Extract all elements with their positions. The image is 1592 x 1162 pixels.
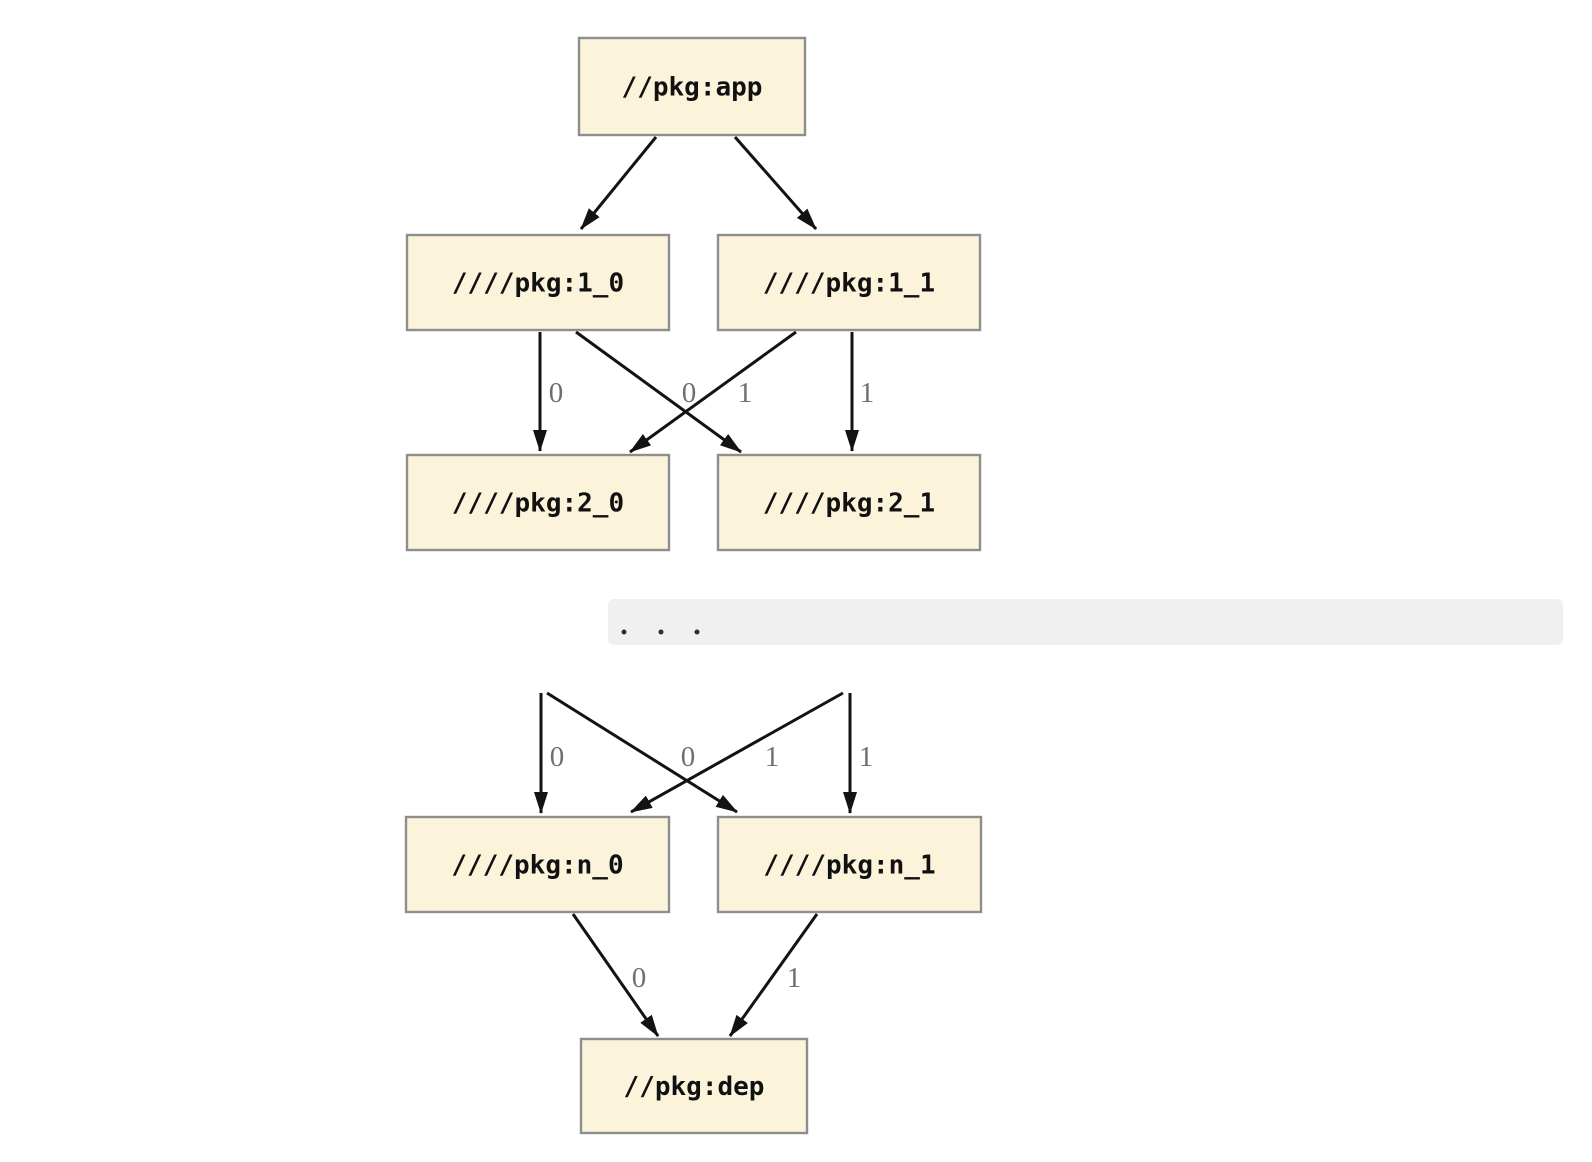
edge-label-offscreen-to-n_0: 0 bbox=[550, 741, 565, 773]
edge-app-to-1_0 bbox=[579, 136, 658, 230]
ellipsis-band bbox=[608, 599, 1563, 645]
edge-label-1_0-to-2_1: 1 bbox=[738, 377, 753, 409]
ellipsis-dot-3 bbox=[694, 629, 700, 635]
ellipsis-separator-layer bbox=[608, 599, 1563, 645]
edge-label-1_0-to-2_0: 0 bbox=[549, 377, 564, 409]
node-1_1: ////pkg:1_1 bbox=[716, 233, 982, 332]
node-2_1-label: ////pkg:2_1 bbox=[763, 489, 935, 519]
node-2_1-box bbox=[716, 453, 982, 552]
edges-layer: 0 1 0 1 0 1 0 1 0 1 bbox=[533, 136, 875, 1037]
node-app-box bbox=[577, 36, 807, 137]
edge-n_1-to-dep bbox=[728, 913, 819, 1037]
edge-label-n_1-to-dep: 1 bbox=[787, 962, 802, 994]
edge-n_0-to-dep bbox=[571, 913, 660, 1037]
node-1_0-box bbox=[405, 233, 671, 332]
node-dep-label: //pkg:dep bbox=[624, 1072, 765, 1102]
node-n_0-label: ////pkg:n_0 bbox=[451, 851, 623, 881]
edge-label-offscreen-to-n_1: 1 bbox=[765, 741, 780, 773]
node-dep: //pkg:dep bbox=[579, 1037, 809, 1135]
node-2_0-label: ////pkg:2_0 bbox=[452, 489, 624, 519]
edge-label-1_1-to-2_0: 0 bbox=[682, 377, 697, 409]
node-n_0: ////pkg:n_0 bbox=[404, 815, 671, 914]
node-2_1: ////pkg:2_1 bbox=[716, 453, 982, 552]
node-n_0-box bbox=[404, 815, 671, 914]
nodes-layer: //pkg:app ////pkg:1_0 ////pkg:1_1 ////pkg:2… bbox=[404, 36, 983, 1135]
node-1_1-box bbox=[716, 233, 982, 332]
node-n_1: ////pkg:n_1 bbox=[716, 815, 983, 914]
node-1_0: ////pkg:1_0 bbox=[405, 233, 671, 332]
edge-offscreen-to-n_1 bbox=[546, 691, 738, 814]
node-app-label: //pkg:app bbox=[622, 73, 763, 103]
edge-app-to-1_1 bbox=[733, 136, 818, 230]
edge-label-offscreen-to-n_1: 1 bbox=[859, 741, 874, 773]
edge-label-1_1-to-2_1: 1 bbox=[860, 377, 875, 409]
node-2_0: ////pkg:2_0 bbox=[405, 453, 671, 552]
node-2_0-box bbox=[405, 453, 671, 552]
ellipsis-dot-1 bbox=[621, 629, 627, 635]
node-n_1-box bbox=[716, 815, 983, 914]
node-dep-box bbox=[579, 1037, 809, 1135]
ellipsis-dot-2 bbox=[658, 629, 664, 635]
edge-1_0-to-2_1 bbox=[575, 330, 742, 454]
node-app: //pkg:app bbox=[577, 36, 807, 137]
node-n_1-label: ////pkg:n_1 bbox=[763, 851, 935, 881]
edge-offscreen-to-n_0 bbox=[630, 691, 844, 814]
node-1_0-label: ////pkg:1_0 bbox=[452, 269, 624, 299]
node-1_1-label: ////pkg:1_1 bbox=[763, 269, 935, 299]
edge-label-offscreen-to-n_0: 0 bbox=[681, 741, 696, 773]
edge-label-n_0-to-dep: 0 bbox=[632, 962, 647, 994]
edge-1_1-to-2_0 bbox=[629, 330, 797, 454]
